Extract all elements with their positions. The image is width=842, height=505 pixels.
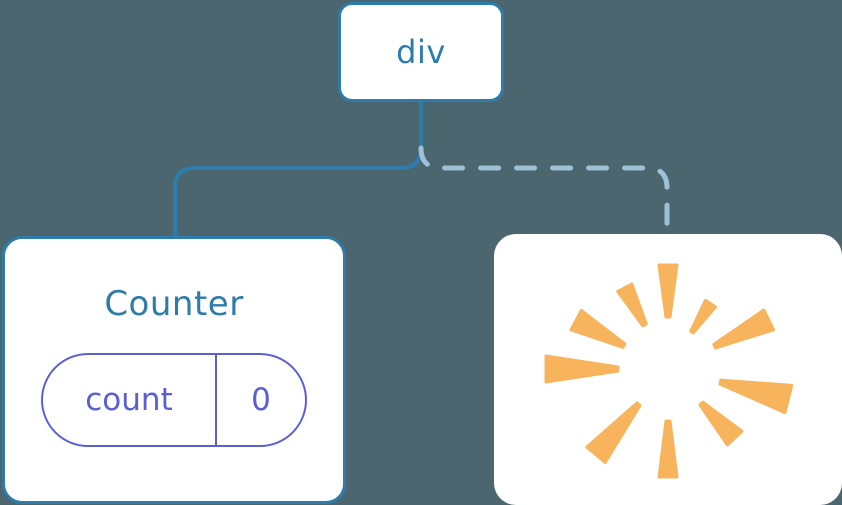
spinner-node[interactable] <box>494 234 842 505</box>
sparkle-ray-5 <box>657 419 679 479</box>
edge-div-to-counter <box>173 100 423 240</box>
state-key-label: count <box>85 381 173 418</box>
sparkle-ray-3 <box>718 378 794 415</box>
sparkle-ray-2 <box>712 308 775 350</box>
sparkle-ray-6 <box>585 401 642 465</box>
sparkle-ray-4 <box>698 400 744 447</box>
div-node-label: div <box>396 33 446 71</box>
sparkle-ray-9 <box>616 282 648 328</box>
sparkle-ray-7 <box>544 354 620 384</box>
counter-node[interactable]: Counter count 0 <box>2 236 346 504</box>
sparkle-burst-icon <box>544 263 794 479</box>
edge-div-to-spinner <box>418 145 670 239</box>
div-node[interactable]: div <box>338 2 504 102</box>
sparkle-ray-0 <box>657 263 679 319</box>
sparkle-ray-8 <box>569 308 627 349</box>
counter-node-label: Counter <box>104 284 244 324</box>
state-pill-divider <box>215 355 217 445</box>
sparkle-ray-1 <box>689 298 718 335</box>
counter-state-pill[interactable]: count 0 <box>41 353 307 447</box>
state-value-label: 0 <box>251 381 271 418</box>
